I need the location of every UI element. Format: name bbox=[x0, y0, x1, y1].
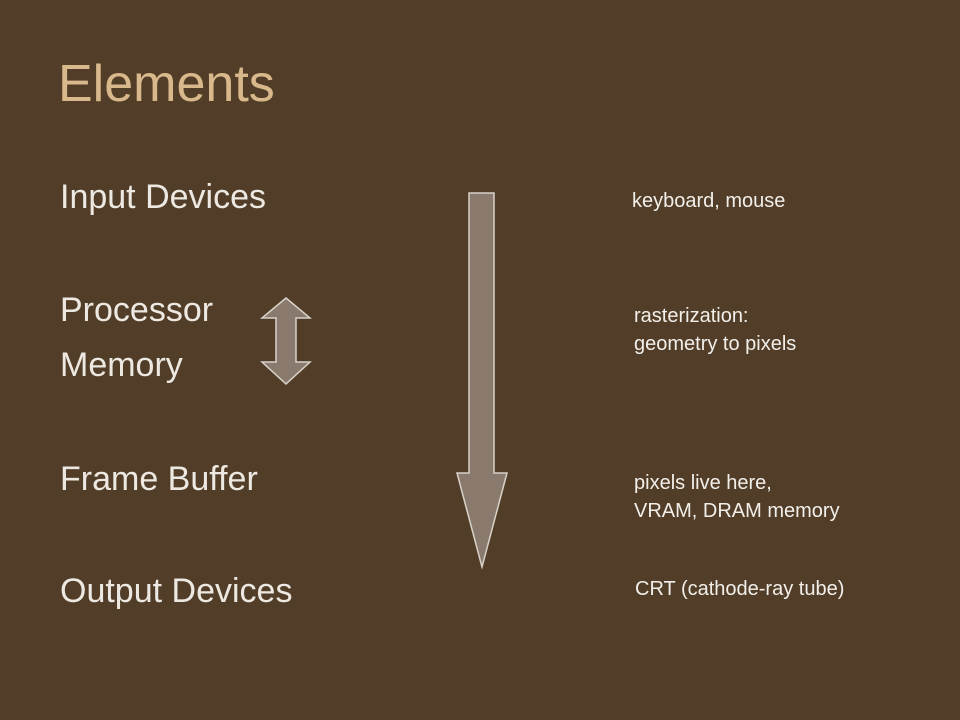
item-memory: Memory bbox=[60, 346, 183, 384]
slide-title: Elements bbox=[58, 55, 275, 113]
note-line: rasterization: bbox=[634, 305, 749, 327]
item-output-devices: Output Devices bbox=[60, 572, 293, 610]
note-line: CRT (cathode-ray tube) bbox=[635, 578, 845, 600]
note-line: geometry to pixels bbox=[634, 333, 797, 355]
double-arrow-icon bbox=[259, 297, 313, 386]
item-input-devices: Input Devices bbox=[60, 178, 266, 216]
note-line: VRAM, DRAM memory bbox=[634, 500, 840, 522]
item-processor: Processor bbox=[60, 291, 214, 329]
note-input: keyboard, mouse bbox=[632, 187, 785, 215]
note-line: pixels live here, bbox=[634, 472, 772, 494]
down-arrow-icon bbox=[456, 192, 508, 570]
note-output: CRT (cathode-ray tube) bbox=[635, 575, 844, 603]
note-line: keyboard, mouse bbox=[632, 190, 786, 212]
item-frame-buffer: Frame Buffer bbox=[60, 460, 258, 498]
note-processor: rasterization: geometry to pixels bbox=[634, 302, 796, 358]
note-frame-buffer: pixels live here, VRAM, DRAM memory bbox=[634, 469, 840, 525]
